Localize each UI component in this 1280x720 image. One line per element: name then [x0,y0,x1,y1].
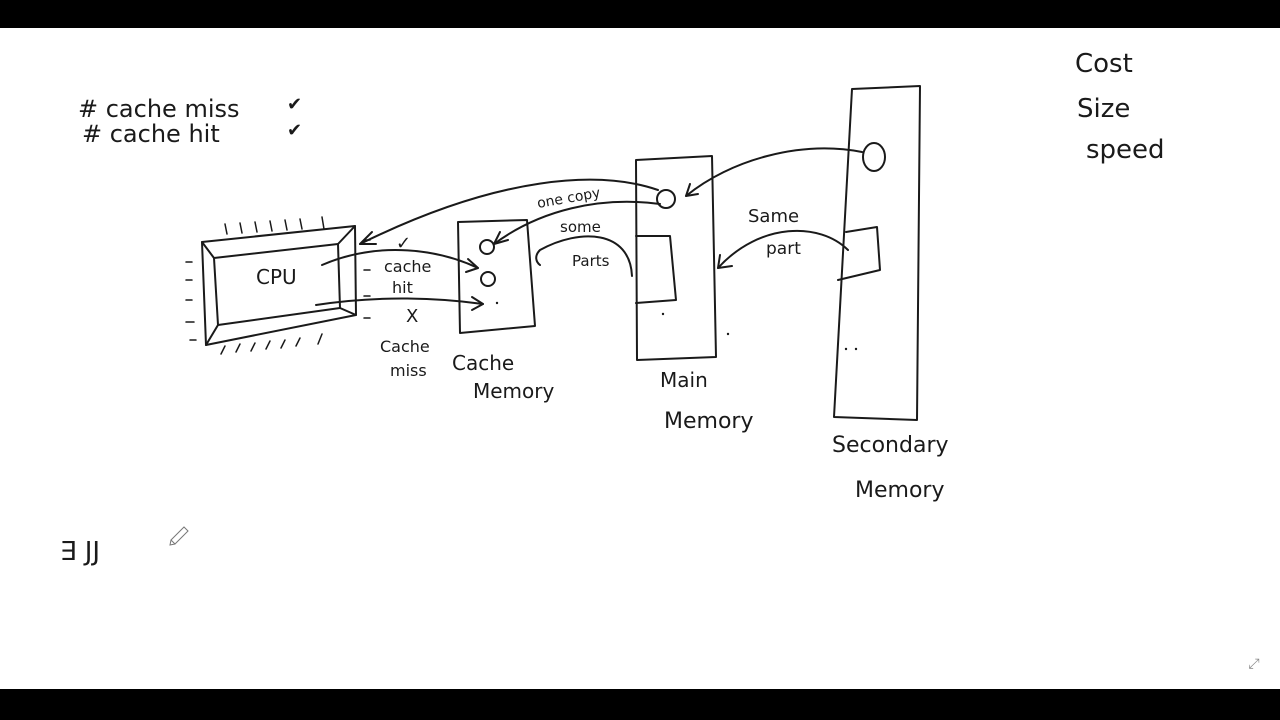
secondary-memory-slot [862,142,886,172]
cache-hit-label-2: hit [392,278,413,297]
same-part-label-2: part [766,239,801,259]
fullscreen-icon[interactable]: ⤢ [1248,656,1260,672]
main-memory-label-1: Main [660,368,708,392]
one-copy-label: one copy [536,185,602,212]
cpu-label: CPU [256,265,297,289]
secondary-memory-box [833,85,921,421]
cache-hit-label-1: cache [384,257,431,276]
cache-memory-box [457,219,536,334]
secondary-memory-label-1: Secondary [832,433,949,458]
secondary-memory-label-2: Memory [855,478,944,503]
note-cache-hit-mark: ✔ [287,120,302,141]
cpu-box [185,216,371,355]
property-cost: Cost [1075,49,1133,79]
cache-memory-label-1: Cache [452,351,514,375]
note-cache-miss: # cache miss [78,95,240,123]
property-speed: speed [1086,135,1165,165]
main-memory-label-2: Memory [664,409,753,434]
cache-miss-x: X [406,306,418,327]
arrows [315,147,863,311]
pencil-icon [169,526,189,546]
cache-miss-label-2: miss [390,361,427,380]
main-memory-block [635,235,677,304]
cache-slot-2 [480,271,496,287]
cache-miss-label-1: Cache [380,337,430,356]
whiteboard-canvas [0,28,1280,689]
note-cache-miss-mark: ✔ [287,94,302,115]
main-memory-slot [656,189,676,209]
some-parts-label-2: Parts [572,252,610,270]
bottom-note: ∃ JJ [60,537,100,567]
cache-hit-check: ✓ [396,233,411,254]
bottom-letterbox [0,689,1280,720]
main-memory-box [635,155,717,361]
same-part-label-1: Same [748,206,799,227]
property-size: Size [1077,94,1130,124]
note-cache-hit: # cache hit [82,120,220,148]
secondary-memory-block [837,226,881,281]
top-letterbox [0,0,1280,28]
cache-memory-label-2: Memory [473,379,555,403]
cache-slot-1 [479,239,495,255]
some-parts-label-1: some [560,218,601,236]
